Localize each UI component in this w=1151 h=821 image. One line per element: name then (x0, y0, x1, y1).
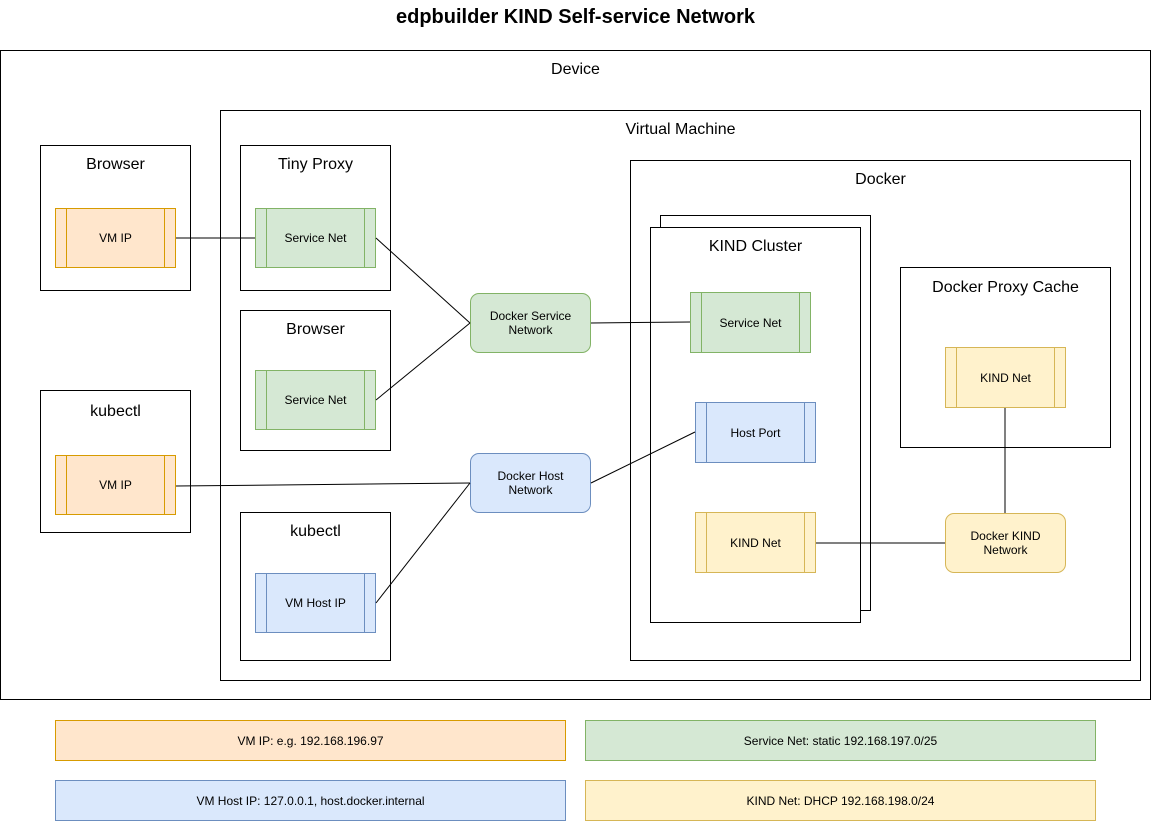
edge-vmkubectl-to-host-network (375, 482, 471, 604)
kind-host-port: Host Port (695, 402, 816, 463)
legend-vm-host-ip: VM Host IP: 127.0.0.1, host.docker.inter… (55, 780, 566, 821)
host-kubectl-label: kubectl (90, 403, 141, 420)
vm-browser-service-net: Service Net (255, 370, 376, 430)
virtual-machine-label: Virtual Machine (625, 121, 736, 138)
vm-kubectl-vm-host-ip: VM Host IP (255, 573, 376, 633)
legend-kind-net: KIND Net: DHCP 192.168.198.0/24 (585, 780, 1096, 821)
kind-service-net: Service Net (690, 292, 811, 353)
docker-kind-network: Docker KIND Network (945, 513, 1066, 573)
vm-kubectl-label: kubectl (290, 523, 341, 540)
tiny-proxy-label: Tiny Proxy (278, 156, 353, 173)
diagram-title: edpbuilder KIND Self-service Network (396, 6, 755, 28)
edge-tinyproxy-to-service-network (375, 237, 471, 324)
docker-label: Docker (855, 171, 906, 188)
docker-proxy-cache-label: Docker Proxy Cache (932, 279, 1079, 296)
device-label: Device (551, 61, 600, 78)
host-browser-label: Browser (86, 156, 145, 173)
kind-cluster-label: KIND Cluster (708, 238, 803, 255)
docker-host-network: Docker Host Network (470, 453, 591, 513)
edge-service-network-to-kind (590, 321, 691, 324)
tiny-proxy-service-net: Service Net (255, 208, 376, 268)
edge-vmbrowser-to-service-network (375, 322, 471, 401)
legend-service-net: Service Net: static 192.168.197.0/25 (585, 720, 1096, 761)
docker-service-network: Docker Service Network (470, 293, 591, 353)
kind-kind-net: KIND Net (695, 512, 816, 573)
legend-vm-ip: VM IP: e.g. 192.168.196.97 (55, 720, 566, 761)
edge-kubectl-to-host-network (175, 482, 471, 487)
edge-host-network-to-host-port (590, 431, 696, 484)
host-kubectl-vm-ip: VM IP (55, 455, 176, 515)
host-browser-vm-ip: VM IP (55, 208, 176, 268)
proxy-cache-kind-net: KIND Net (945, 347, 1066, 408)
vm-browser-label: Browser (286, 321, 345, 338)
